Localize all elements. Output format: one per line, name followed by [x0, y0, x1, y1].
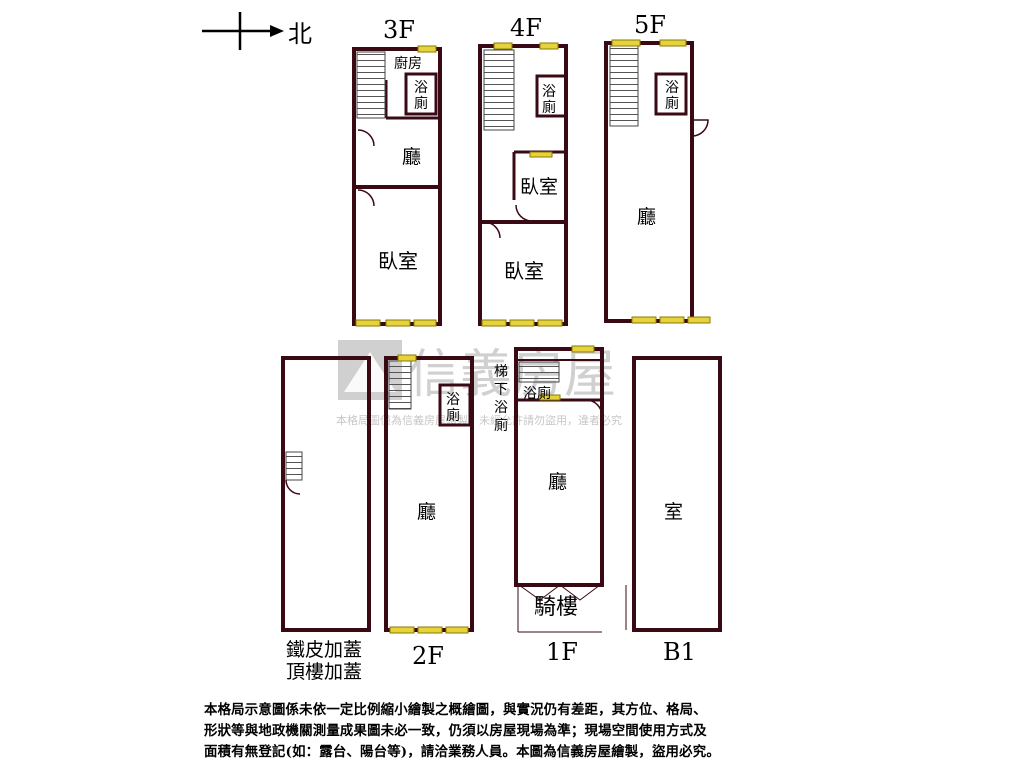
floor-b1	[632, 356, 722, 632]
north-label: 北	[288, 20, 312, 48]
disclaimer-line: 形狀等與地政機關測量成果圖未必一致，仍須以房屋現場為準；現場空間使用方式及	[204, 723, 707, 739]
room-under-stair-char1: 梯	[494, 364, 508, 380]
room-toilet-4f: 廁	[542, 99, 556, 116]
floor-title-3f: 3F	[383, 16, 415, 44]
room-living-1f: 廳	[548, 471, 567, 493]
doors	[285, 119, 709, 633]
room-bath-3f: 浴	[414, 80, 428, 96]
floor-title-2f: 2F	[412, 642, 444, 670]
room-toilet-2f: 廁	[446, 407, 460, 424]
room-bedroom-small-4f: 臥室	[520, 176, 558, 198]
floor-title-4f: 4F	[510, 14, 542, 42]
room-living-3f: 廳	[402, 146, 421, 168]
room-bathroom-1f: 浴廁	[523, 385, 551, 402]
windows	[355, 39, 711, 634]
room-toilet-5f: 廁	[665, 95, 679, 112]
room-b1: 室	[664, 501, 683, 523]
room-bath-5f: 浴	[665, 80, 679, 96]
roof-caption-line2: 頂樓加蓋	[286, 661, 362, 683]
watermark: 信義房屋 本格局圖僅為信義房屋繪製，未經允許請勿盜用，違者必究	[336, 340, 622, 427]
room-bedroom-3f: 臥室	[378, 249, 418, 273]
room-living-2f: 廳	[417, 501, 436, 523]
roof-caption-line1: 鐵皮加蓋	[286, 639, 362, 661]
disclaimer-line: 本格局示意圖係未依一定比例縮小繪製之概繪圖，與實況仍有差距，其方位、格局、	[204, 702, 707, 718]
room-under-stair-char2: 下	[494, 382, 508, 398]
room-toilet-3f: 廁	[414, 95, 428, 112]
north-arrow: 北	[202, 12, 312, 50]
floor-roof	[281, 356, 371, 632]
disclaimer-footnote: 本格局示意圖係未依一定比例縮小繪製之概繪圖，與實況仍有差距，其方位、格局、 形狀…	[204, 700, 844, 763]
room-bath-2f: 浴	[446, 392, 460, 408]
watermark-brand: 信義房屋	[408, 345, 616, 405]
room-bedroom-4f: 臥室	[504, 259, 544, 283]
room-under-stair-char3: 浴	[494, 400, 508, 416]
watermark-notice: 本格局圖僅為信義房屋繪製，未經允許請勿盜用，違者必究	[336, 413, 622, 427]
room-under-stair-char4: 廁	[494, 417, 508, 434]
floor-title-5f: 5F	[634, 11, 666, 39]
arcade-label-1f: 騎樓	[534, 595, 578, 620]
floor-title-b1: B1	[663, 638, 696, 666]
floor-title-1f: 1F	[546, 638, 578, 666]
room-living-5f: 廳	[637, 206, 656, 228]
room-kitchen-3f: 廚房	[394, 55, 422, 72]
disclaimer-line: 面積有無登記(如：露台、陽台等)，請洽業務人員。本圖為信義房屋繪製，盜用必究。	[204, 744, 720, 760]
room-bath-4f: 浴	[542, 84, 556, 100]
staircases	[285, 45, 639, 481]
